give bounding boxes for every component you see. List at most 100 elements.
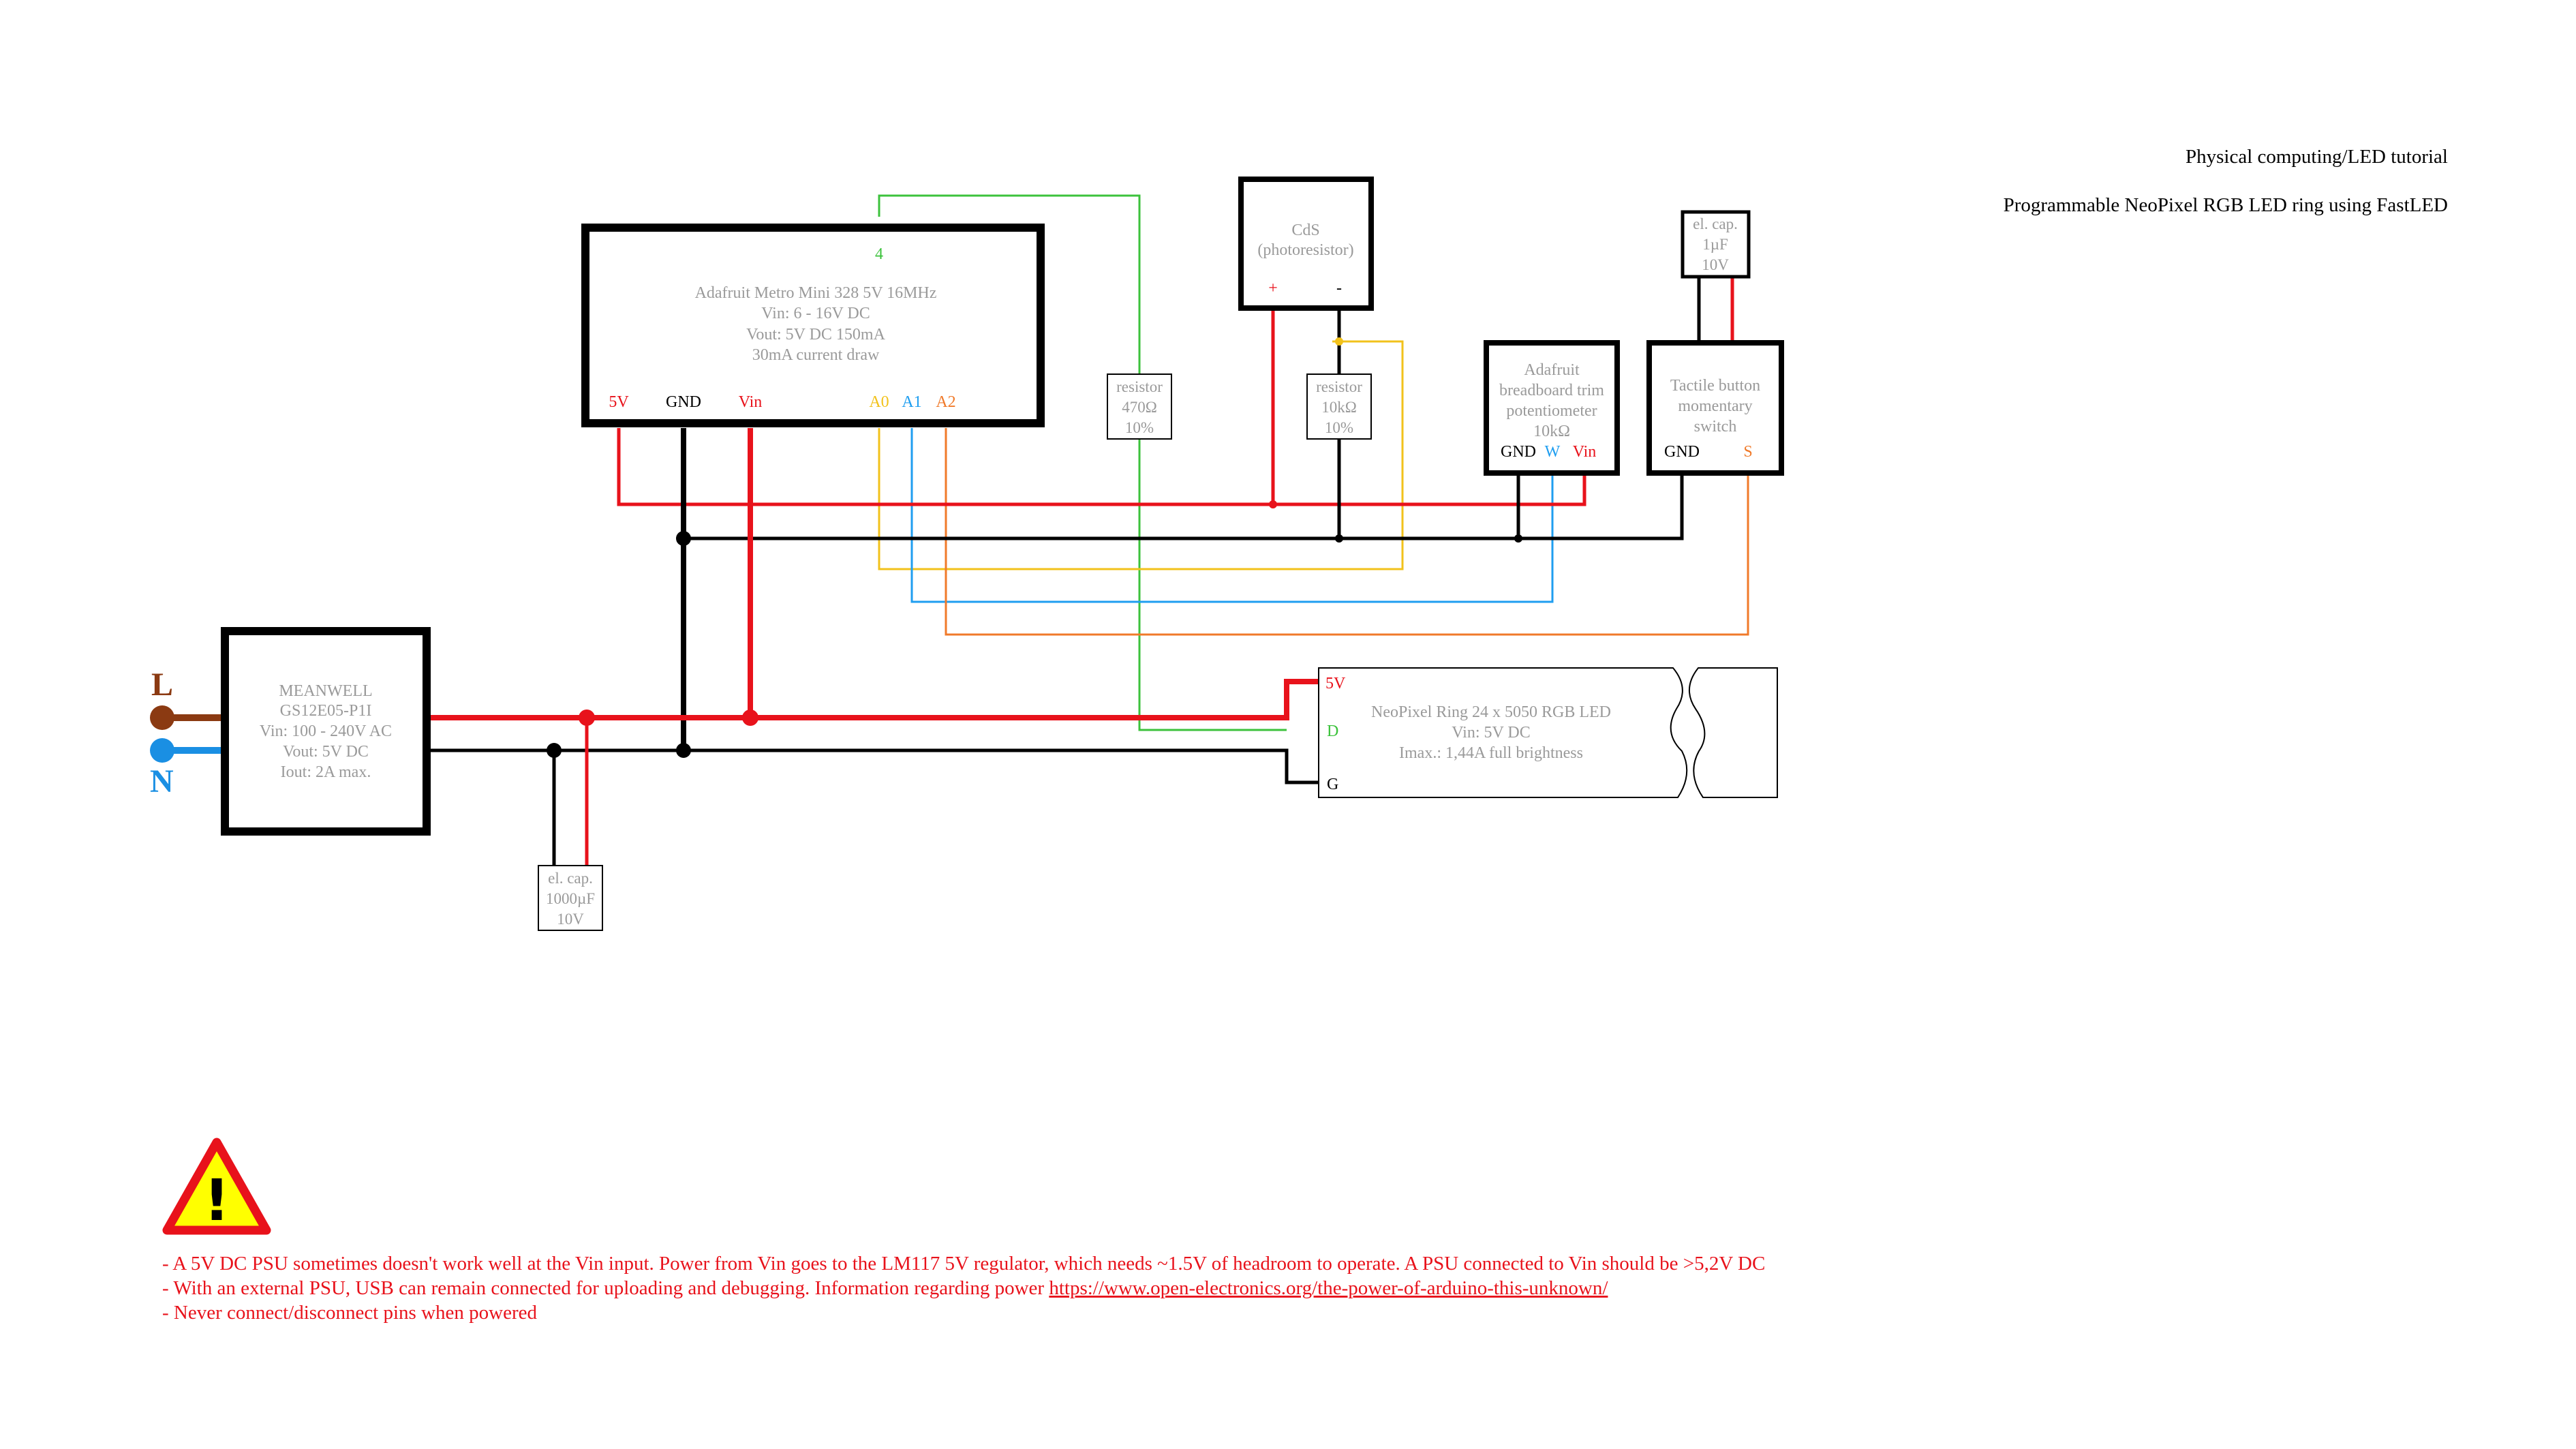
pot-label-1: Adafruit <box>1524 361 1580 379</box>
resistor-470-label-3: 10% <box>1125 419 1154 436</box>
psu-label-5: Iout: 2A max. <box>281 763 371 781</box>
warning-exclamation: ! <box>204 1167 230 1234</box>
junction-dot <box>676 743 691 758</box>
wires <box>162 194 1749 866</box>
button-label-3: switch <box>1694 418 1737 436</box>
cap-small-label-2: 1µF <box>1702 236 1728 253</box>
ring-pin-g: G <box>1327 776 1338 793</box>
power-info-link[interactable]: https://www.open-electronics.org/the-pow… <box>1049 1277 1608 1299</box>
psu-box <box>221 627 431 836</box>
cds-box <box>1238 177 1374 311</box>
mains-neutral-label: N <box>150 763 174 799</box>
metro-pin-a2: A2 <box>936 393 955 411</box>
button-label-2: momentary <box>1678 397 1752 415</box>
cds-photoresistor: CdS (photoresistor) + - <box>1238 177 1374 311</box>
cap-small-label-3: 10V <box>1702 256 1729 273</box>
junction-dot <box>1269 500 1277 508</box>
cap-small-box <box>1681 210 1751 279</box>
metro-label-1: Adafruit Metro Mini 328 5V 16MHz <box>695 284 937 302</box>
pot-box <box>1484 340 1620 476</box>
pot-label-4: 10kΩ <box>1533 423 1570 440</box>
resistor-10k: resistor 10kΩ 10% <box>1306 373 1372 440</box>
metro-pin-gnd: GND <box>666 393 701 411</box>
cds-label-1: CdS <box>1291 222 1319 239</box>
cds-label-2: (photoresistor) <box>1257 241 1353 259</box>
mains-live-label: L <box>151 667 173 703</box>
cap-big-box <box>538 865 603 931</box>
ring-strip-right <box>1688 667 1778 798</box>
ring-pin-d: D <box>1327 722 1338 740</box>
cds-pin-minus: - <box>1336 279 1342 297</box>
warning-triangle-icon: ! <box>162 1138 271 1235</box>
mains-live-terminal <box>150 705 174 730</box>
a1-wire-blue <box>910 428 1554 603</box>
metro-box <box>581 224 1045 427</box>
metro-pin-5v: 5V <box>609 393 629 411</box>
button-box <box>1646 340 1784 476</box>
cap-big-label-3: 10V <box>557 911 584 928</box>
pot-label-3: potentiometer <box>1506 402 1597 420</box>
capacitor-1000uf: el. cap. 1000µF 10V <box>538 865 603 931</box>
warning-line-2: - With an external PSU, USB can remain c… <box>162 1277 1608 1299</box>
button-pin-gnd: GND <box>1664 443 1700 461</box>
resistor-470-label-1: resistor <box>1116 378 1163 395</box>
resistor-10k-label-2: 10kΩ <box>1321 399 1357 416</box>
psu-label-3: Vin: 100 - 240V AC <box>260 722 392 740</box>
metro-pin-a0: A0 <box>869 393 889 411</box>
resistor-10k-box <box>1306 373 1372 440</box>
junction-dot <box>579 710 595 726</box>
psu-label-2: GS12E05-P1I <box>280 702 372 720</box>
a2-wire-orange <box>945 428 1749 636</box>
data-wire-green <box>878 194 1287 731</box>
resistor-10k-label-3: 10% <box>1325 419 1353 436</box>
junction-dots <box>150 337 1522 763</box>
ring-pin-5v: 5V <box>1325 675 1346 692</box>
junction-dot <box>1335 337 1343 346</box>
resistor-470-label-2: 470Ω <box>1122 399 1157 416</box>
warning-line-3: - Never connect/disconnect pins when pow… <box>162 1302 537 1324</box>
ring-label-2: Vin: 5V DC <box>1452 724 1530 742</box>
psu-meanwell: MEANWELL GS12E05-P1I Vin: 100 - 240V AC … <box>221 627 431 836</box>
5v-wire-red <box>617 428 1586 506</box>
resistor-470-box <box>1107 373 1172 440</box>
junction-dot <box>742 710 758 726</box>
metro-pin-a1: A1 <box>902 393 921 411</box>
pot-pin-vin: Vin <box>1573 443 1597 461</box>
cap-big-label-1: el. cap. <box>548 870 593 887</box>
junction-dot <box>547 743 562 758</box>
metro-label-3: Vout: 5V DC 150mA <box>746 326 885 344</box>
warning-line-2-text: - With an external PSU, USB can remain c… <box>162 1277 1049 1299</box>
cap-small-label-1: el. cap. <box>1693 215 1738 232</box>
button-pin-s: S <box>1743 443 1752 461</box>
metro-mini-board: 4 Adafruit Metro Mini 328 5V 16MHz Vin: … <box>581 224 1045 427</box>
tactile-button: Tactile button momentary switch GND S <box>1646 340 1784 476</box>
ring-label-3: Imax.: 1,44A full brightness <box>1399 744 1583 762</box>
cap-big-label-2: 1000µF <box>546 890 595 907</box>
tutorial-subtitle: Programmable NeoPixel RGB LED ring using… <box>2004 194 2448 216</box>
gnd-wire-black <box>684 473 1684 540</box>
capacitor-1uf: el. cap. 1µF 10V <box>1681 210 1751 279</box>
junction-dot <box>676 531 691 546</box>
pot-pin-w: W <box>1545 443 1561 461</box>
resistor-470: resistor 470Ω 10% <box>1107 373 1172 440</box>
tutorial-title: Physical computing/LED tutorial <box>2186 146 2448 168</box>
potentiometer: Adafruit breadboard trim potentiometer 1… <box>1484 340 1620 476</box>
metro-pin-4: 4 <box>875 245 883 263</box>
pot-pin-gnd: GND <box>1501 443 1536 461</box>
metro-pin-vin: Vin <box>739 393 763 411</box>
pot-label-2: breadboard trim <box>1499 382 1604 399</box>
resistor-10k-label-1: resistor <box>1316 378 1362 395</box>
junction-dot <box>1514 534 1522 543</box>
mains-neutral-terminal <box>150 738 174 763</box>
cds-pin-plus: + <box>1268 279 1278 297</box>
psu-negative-rail <box>429 748 1319 784</box>
a0-wire-yellow <box>878 340 1404 570</box>
button-label-1: Tactile button <box>1670 377 1760 395</box>
ring-strip-left <box>1318 667 1688 798</box>
metro-label-4: 30mA current draw <box>752 346 880 364</box>
ring-label-1: NeoPixel Ring 24 x 5050 RGB LED <box>1371 703 1611 721</box>
metro-label-2: Vin: 6 - 16V DC <box>761 305 870 322</box>
psu-label-1: MEANWELL <box>279 682 372 700</box>
neopixel-ring: NeoPixel Ring 24 x 5050 RGB LED Vin: 5V … <box>1318 667 1778 798</box>
